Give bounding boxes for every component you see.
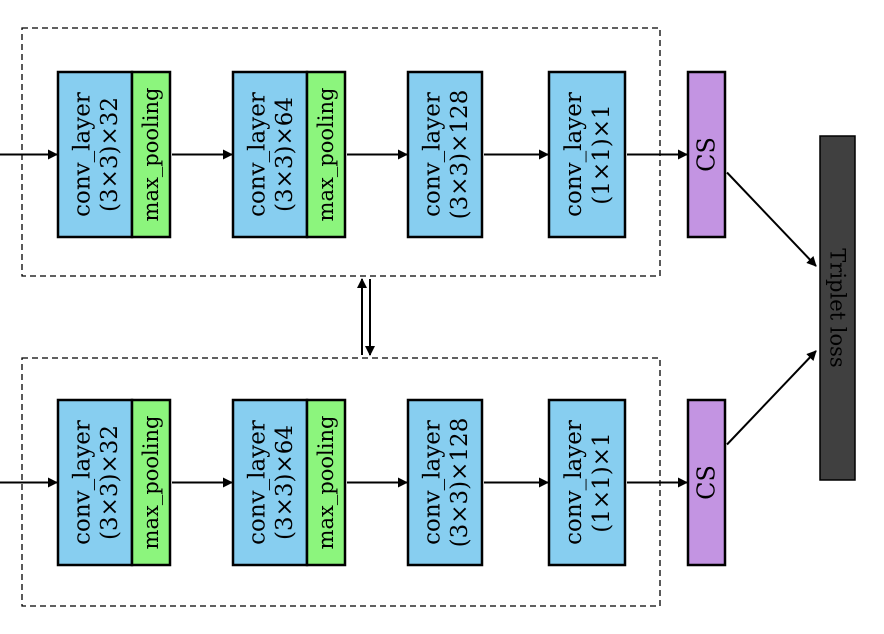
conv-layer-label: conv_layer [419,420,445,545]
conv-layer-size: (3×3)×128 [447,418,473,548]
shared-weights-arrows [357,278,375,356]
conv-layer-box [406,398,484,567]
conv-layer-box [231,398,309,567]
conv-layer-label: conv_layer [69,92,95,217]
conv-layer-label: conv_layer [419,92,445,217]
cs-block: CS [686,398,727,567]
conv-layer-size: (3×3)×32 [97,97,123,212]
max-pooling-label: max_pooling [139,416,163,550]
conv-layer-size: (3×3)×128 [447,90,473,220]
conv-layer-label: conv_layer [244,420,270,545]
conv-layer-box [231,70,309,239]
max-pooling-box [305,398,347,567]
cs-block: CS [686,70,727,239]
conv-layer-box [406,70,484,239]
conv-block: conv_layer(3×3)×64 max_pooling [231,398,347,567]
cs-box [686,398,727,567]
conv-block: conv_layer(1×1)×1 [547,398,627,567]
max-pooling-box [130,70,172,239]
cs-box [686,70,727,239]
conv-block: conv_layer(3×3)×32 max_pooling [56,70,172,239]
conv-layer-size: (1×1)×1 [589,104,615,204]
conv-layer-size: (3×3)×64 [272,97,298,212]
max-pooling-label: max_pooling [314,416,338,550]
conv-block: conv_layer(3×3)×128 [406,70,484,239]
cs-label: CS [693,137,721,172]
conv-layer-box [56,398,134,567]
triplet-loss-box [819,135,856,481]
max-pooling-label: max_pooling [139,88,163,222]
triplet-loss-block: Triplet loss [726,135,856,481]
conv-layer-box [547,398,627,567]
cs-to-loss-arrow [726,350,817,446]
max-pooling-box [305,70,347,239]
cs-label: CS [693,465,721,500]
cs-to-loss-arrow [726,171,817,267]
max-pooling-label: max_pooling [314,88,338,222]
conv-layer-label: conv_layer [561,420,587,545]
triplet-loss-label: Triplet loss [826,248,850,367]
conv-layer-label: conv_layer [561,92,587,217]
conv-layer-label: conv_layer [244,92,270,217]
conv-layer-box [547,70,627,239]
conv-block: conv_layer(3×3)×32 max_pooling [56,398,172,567]
conv-block: conv_layer(3×3)×64 max_pooling [231,70,347,239]
conv-layer-label: conv_layer [69,420,95,545]
conv-layer-size: (3×3)×32 [97,425,123,540]
max-pooling-box [130,398,172,567]
conv-block: conv_layer(3×3)×128 [406,398,484,567]
conv-block: conv_layer(1×1)×1 [547,70,627,239]
branch-group-box [21,27,661,277]
conv-layer-size: (1×1)×1 [589,432,615,532]
conv-layer-size: (3×3)×64 [272,425,298,540]
